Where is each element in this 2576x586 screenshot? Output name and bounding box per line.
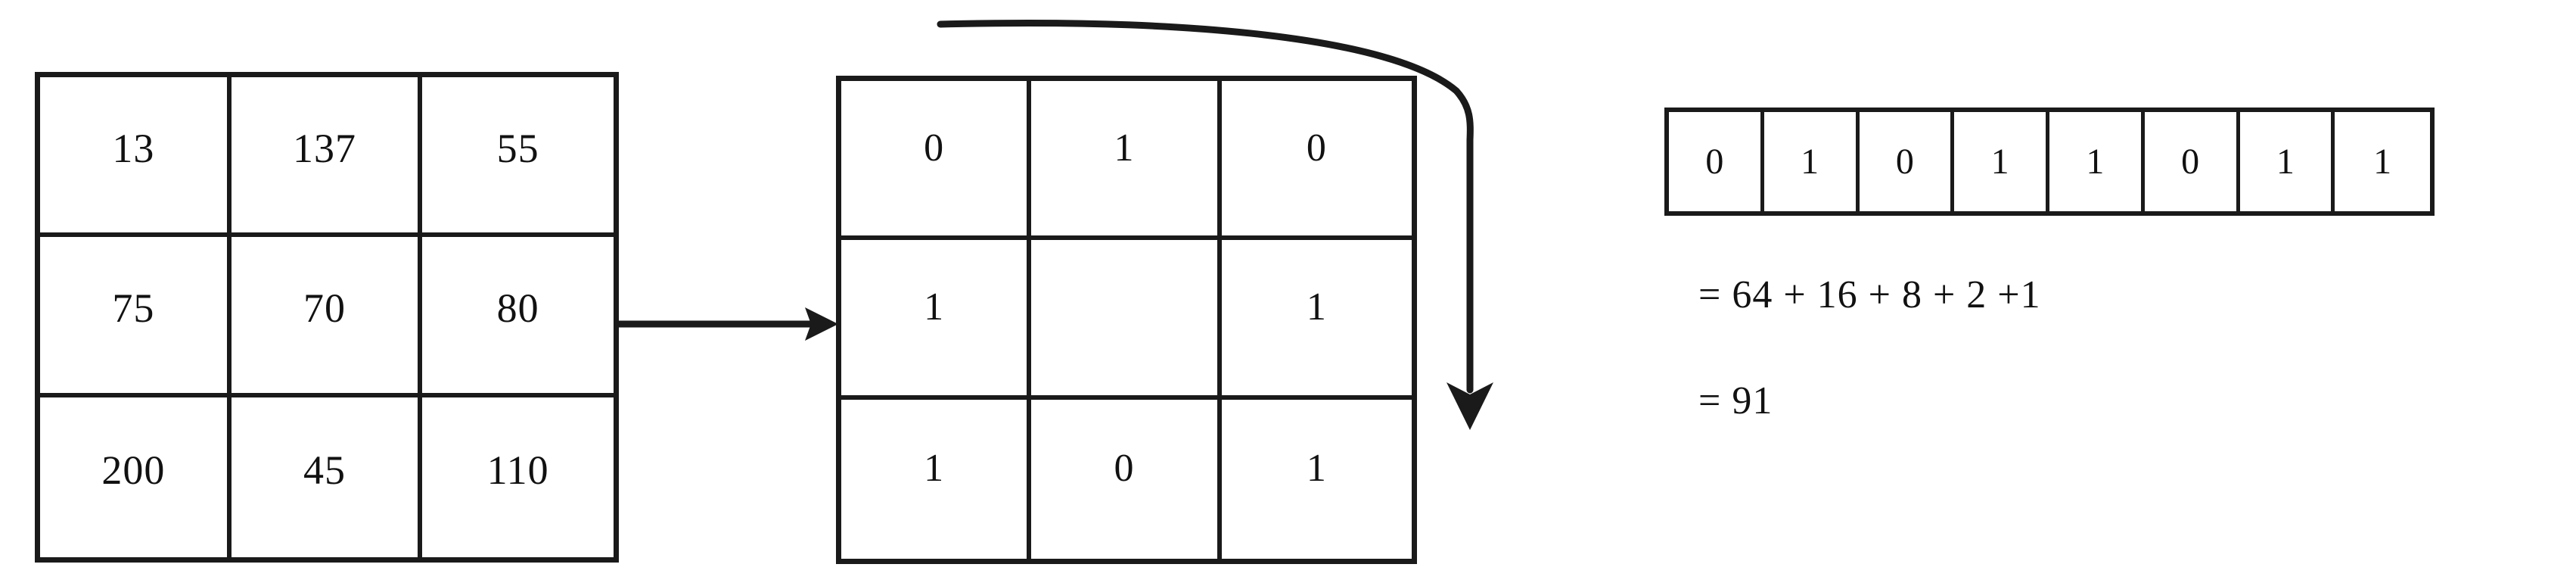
binary-cell-r2c2: 1 [1306,447,1327,491]
binary-strip-bit-5: 0 [2145,112,2240,211]
intensity-cell-r2c2: 110 [486,447,549,494]
binary-strip-bit-0: 0 [1669,112,1764,211]
equation-total: = 91 [1698,379,1773,422]
binary-strip-bit-4: 1 [2049,112,2145,211]
binary-cell-r0c2: 0 [1221,81,1412,241]
binary-cell-r1c0: 1 [841,240,1032,400]
equation-sum: = 64 + 16 + 8 + 2 +1 [1698,273,2041,316]
binary-strip: 0 1 0 1 1 0 1 1 [1664,108,2435,216]
binary-strip-bit-1: 1 [1764,112,1860,211]
binary-strip-bit-6: 1 [2240,112,2335,211]
binary-cell-center-empty [1031,240,1222,400]
intensity-cell-r0c1: 137 [231,77,423,238]
intensity-matrix: 13 137 55 75 70 80 200 45 110 [35,72,619,563]
binary-strip-bit-3: 1 [1954,112,2049,211]
intensity-cell-r1c0: 75 [40,237,231,397]
binary-cell-r0c0: 0 [841,81,1032,241]
binary-matrix: 0 1 0 1 1 1 0 1 [836,76,1417,564]
intensity-cell-r1c1: 70 [231,237,423,397]
intensity-cell-r0c0: 13 [40,77,231,238]
binary-strip-bit-7: 1 [2373,142,2392,182]
intensity-cell-r1c2: 80 [422,237,614,397]
binary-cell-r0c1: 1 [1031,81,1222,241]
intensity-cell-r2c1: 45 [231,397,423,557]
binary-cell-r2c0: 1 [841,399,1032,559]
binary-cell-r2c1: 0 [1031,399,1222,559]
binary-cell-r1c2: 1 [1221,240,1412,400]
transform-arrow-icon [619,307,838,341]
binary-strip-bit-2: 0 [1860,112,1955,211]
intensity-cell-r0c2: 55 [422,77,614,238]
intensity-cell-r2c0: 200 [40,397,231,557]
